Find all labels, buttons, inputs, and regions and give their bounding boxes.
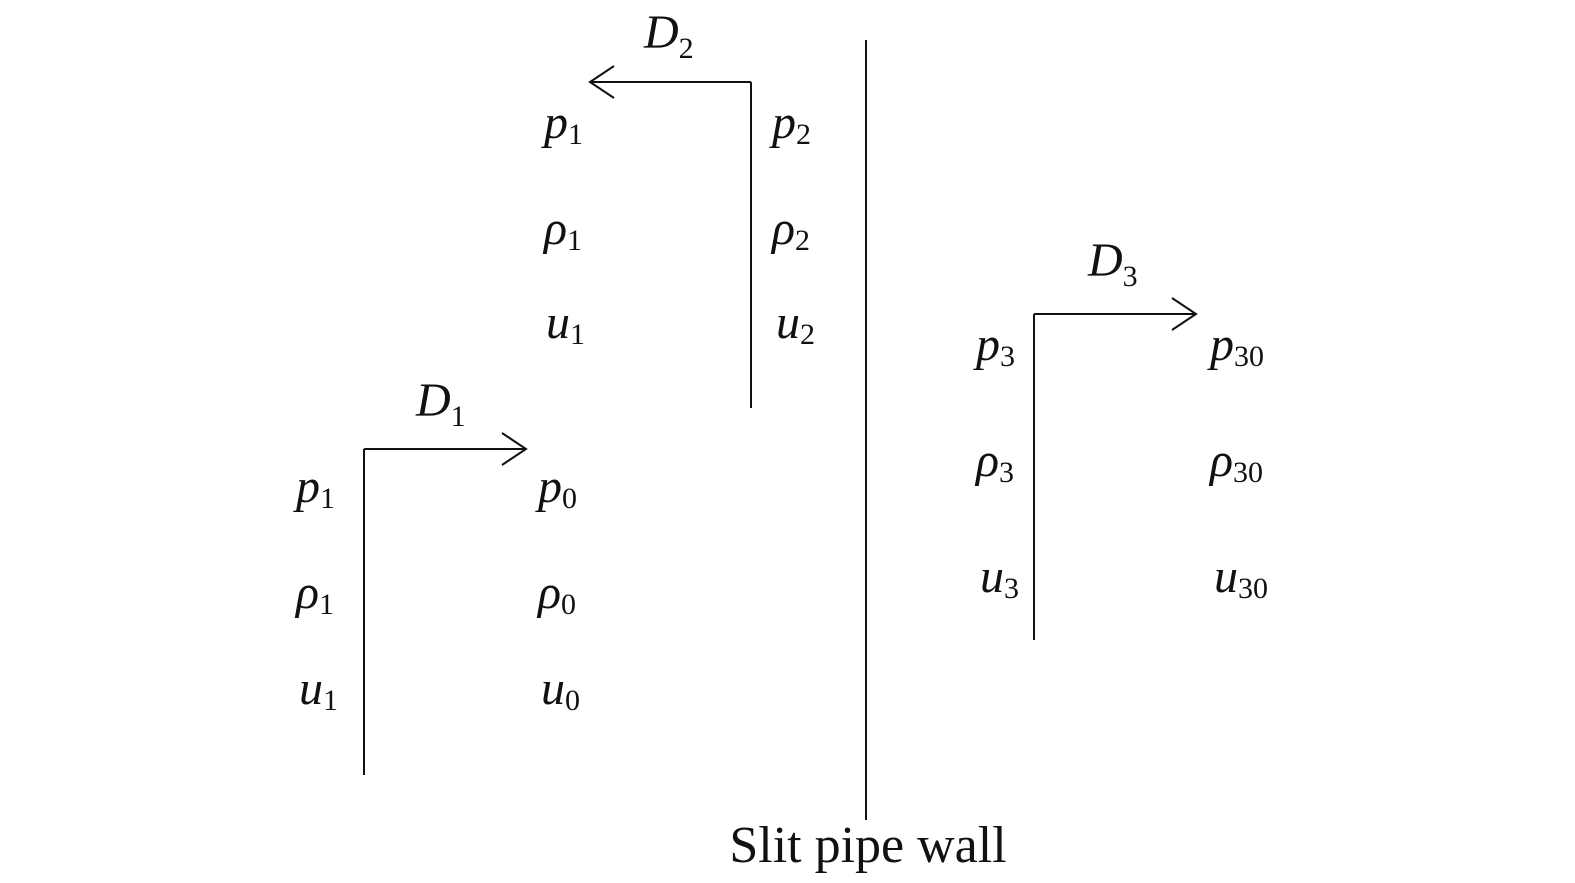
d1-right-pressure: p0 <box>535 460 577 515</box>
d1-left-pressure: p1 <box>293 460 335 515</box>
shock-d1: D1 p1 ρ1 u1 p0 ρ0 u0 <box>293 374 580 775</box>
d3-right-density: ρ30 <box>1208 434 1263 489</box>
d2-right-density: ρ2 <box>770 202 810 257</box>
d2-label: D2 <box>643 6 694 65</box>
d1-right-velocity: u0 <box>541 662 580 717</box>
d2-left-velocity: u1 <box>546 296 585 351</box>
d3-right-velocity: u30 <box>1214 550 1268 605</box>
d2-right-pressure: p2 <box>769 96 811 151</box>
d1-arrow-right-icon <box>501 432 528 466</box>
d1-left-density: ρ1 <box>294 566 334 621</box>
d3-label: D3 <box>1087 234 1138 293</box>
d2-arrow-left-icon <box>588 65 615 99</box>
d2-left-density: ρ1 <box>542 202 582 257</box>
d3-left-pressure: p3 <box>973 318 1015 373</box>
d3-arrow-right-icon <box>1171 297 1198 331</box>
d1-right-density: ρ0 <box>536 566 576 621</box>
d1-label: D1 <box>415 374 466 433</box>
wall-caption: Slit pipe wall <box>729 817 1006 874</box>
d1-left-velocity: u1 <box>299 662 338 717</box>
d2-right-velocity: u2 <box>776 296 815 351</box>
shock-d2: D2 p1 ρ1 u1 p2 ρ2 u2 <box>541 6 815 408</box>
shock-d3: D3 p3 ρ3 u3 p30 ρ30 u30 <box>973 234 1268 640</box>
d3-left-velocity: u3 <box>980 550 1019 605</box>
d3-right-pressure: p30 <box>1207 318 1264 373</box>
d2-left-pressure: p1 <box>541 96 583 151</box>
d3-left-density: ρ3 <box>974 434 1014 489</box>
